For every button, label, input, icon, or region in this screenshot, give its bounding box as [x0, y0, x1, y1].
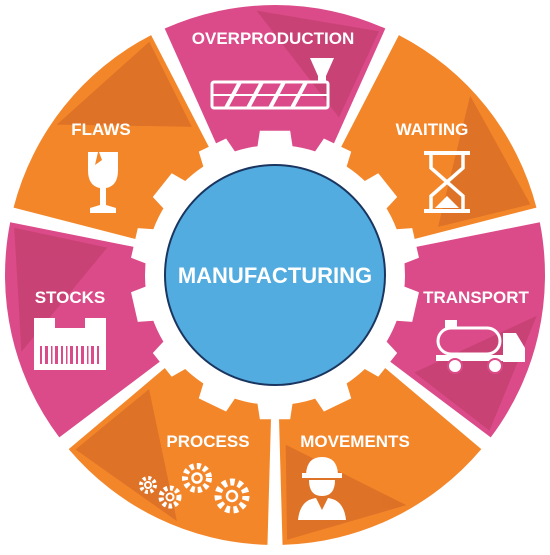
tanker-truck-icon: [436, 320, 525, 374]
label-movements: MOVEMENTS: [300, 432, 410, 451]
label-overproduction: OVERPRODUCTION: [192, 29, 354, 48]
label-flaws: FLAWS: [71, 120, 131, 139]
hourglass-icon: [424, 151, 470, 213]
label-process: PROCESS: [166, 432, 249, 451]
center-circle: [164, 164, 386, 386]
label-stocks: STOCKS: [35, 288, 106, 307]
segment-transport: [378, 222, 545, 438]
segment-shadow: [56, 41, 192, 127]
barcode-box-icon: [34, 318, 106, 370]
label-waiting: WAITING: [396, 120, 469, 139]
label-transport: TRANSPORT: [423, 288, 529, 307]
hard-hat-worker-icon: [298, 457, 346, 520]
segment-shadow: [75, 389, 177, 522]
center-label: MANUFACTURING: [178, 263, 372, 288]
gears-icon: [139, 463, 250, 514]
extruder-screw-icon: [210, 58, 334, 110]
broken-glass-icon: [88, 152, 118, 213]
